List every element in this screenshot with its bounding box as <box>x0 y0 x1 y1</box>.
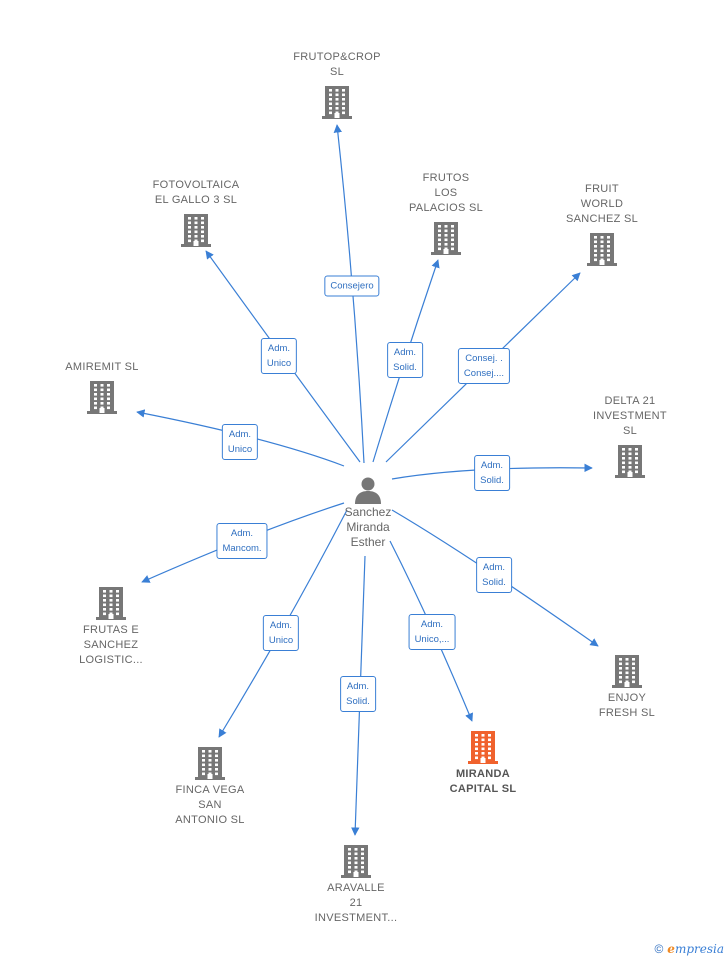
building-icon <box>276 843 436 879</box>
company-node-miranda[interactable]: MIRANDA CAPITAL SL <box>403 729 563 797</box>
company-node-frutop[interactable]: FRUTOP&CROP SL <box>257 50 417 120</box>
company-node-fotovoltaica[interactable]: FOTOVOLTAICA EL GALLO 3 SL <box>116 178 276 248</box>
edge-label-enjoy[interactable]: Adm. Solid. <box>476 557 512 593</box>
copyright-icon: © <box>654 942 664 956</box>
company-name: ARAVALLE 21 INVESTMENT... <box>314 882 398 924</box>
company-node-frutos[interactable]: FRUTOS LOS PALACIOS SL <box>366 171 526 256</box>
edge-label-miranda[interactable]: Adm. Unico,... <box>408 614 456 650</box>
empresia-logo: empresia <box>667 942 724 956</box>
company-name: MIRANDA CAPITAL SL <box>449 768 517 795</box>
edge-label-amiremit[interactable]: Adm. Unico <box>221 424 259 460</box>
company-name: AMIREMIT SL <box>65 361 139 373</box>
company-node-finca[interactable]: FINCA VEGA SAN ANTONIO SL <box>130 745 290 828</box>
company-node-frutase[interactable]: FRUTAS E SANCHEZ LOGISTIC... <box>31 585 191 668</box>
company-name: FRUIT WORLD SANCHEZ SL <box>565 183 639 225</box>
building-icon <box>403 729 563 765</box>
company-name: DELTA 21 INVESTMENT SL <box>593 395 667 437</box>
building-icon <box>116 212 276 248</box>
edge-label-fotovoltaica[interactable]: Adm. Unico <box>260 338 298 374</box>
company-name: FRUTOS LOS PALACIOS SL <box>408 172 484 214</box>
building-icon <box>366 220 526 256</box>
building-icon <box>522 231 682 267</box>
edge-label-frutase[interactable]: Adm. Mancom. <box>216 523 268 559</box>
company-name: FINCA VEGA SAN ANTONIO SL <box>175 784 245 826</box>
person-name: Sanchez Miranda Esther <box>344 505 392 549</box>
edge-label-delta[interactable]: Adm. Solid. <box>474 455 510 491</box>
building-icon <box>31 585 191 621</box>
company-name: FOTOVOLTAICA EL GALLO 3 SL <box>152 179 240 206</box>
footer-brand: © empresia <box>654 942 724 956</box>
company-node-amiremit[interactable]: AMIREMIT SL <box>22 360 182 415</box>
edge-label-frutop[interactable]: Consejero <box>324 275 380 297</box>
company-node-delta[interactable]: DELTA 21 INVESTMENT SL <box>550 394 710 479</box>
building-icon <box>257 84 417 120</box>
person-icon <box>308 475 428 505</box>
edge-label-finca[interactable]: Adm. Unico <box>262 615 300 651</box>
company-node-fruitworld[interactable]: FRUIT WORLD SANCHEZ SL <box>522 182 682 267</box>
building-icon <box>22 379 182 415</box>
edge-label-aravalle[interactable]: Adm. Solid. <box>340 676 376 712</box>
company-name: ENJOY FRESH SL <box>598 692 656 719</box>
company-node-enjoy[interactable]: ENJOY FRESH SL <box>547 653 707 721</box>
building-icon <box>550 443 710 479</box>
edge-label-fruitworld[interactable]: Consej. . Consej.... <box>457 348 511 384</box>
building-icon <box>547 653 707 689</box>
company-name: FRUTOP&CROP SL <box>293 51 381 78</box>
edge-label-frutos[interactable]: Adm. Solid. <box>387 342 423 378</box>
company-name: FRUTAS E SANCHEZ LOGISTIC... <box>79 624 143 666</box>
center-person-node[interactable]: Sanchez Miranda Esther <box>308 475 428 550</box>
company-node-aravalle[interactable]: ARAVALLE 21 INVESTMENT... <box>276 843 436 926</box>
building-icon <box>130 745 290 781</box>
